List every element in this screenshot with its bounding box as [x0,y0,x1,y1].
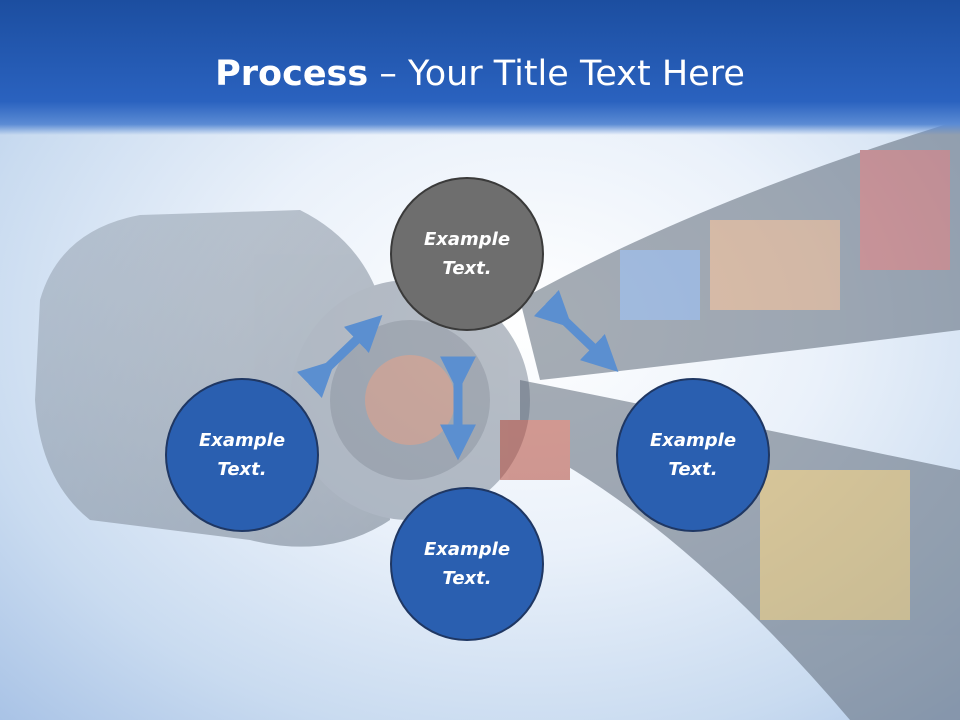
node-left-line2: Text. [217,459,267,480]
header-band [0,0,960,135]
node-bottom-line2: Text. [442,568,492,589]
title-bold: Process [215,54,369,94]
node-bottom-line1: Example [423,539,511,560]
node-right-line1: Example [649,430,737,451]
title-rest: – Your Title Text Here [368,54,745,94]
node-left-line1: Example [198,430,286,451]
arrow-top-right [533,290,619,372]
node-top-line2: Text. [442,258,492,279]
arrow-left-top [296,315,383,398]
node-top-line1: Example [423,229,511,250]
node-right-line2: Text. [668,459,718,480]
slide-title: Process – Your Title Text Here [0,52,960,96]
